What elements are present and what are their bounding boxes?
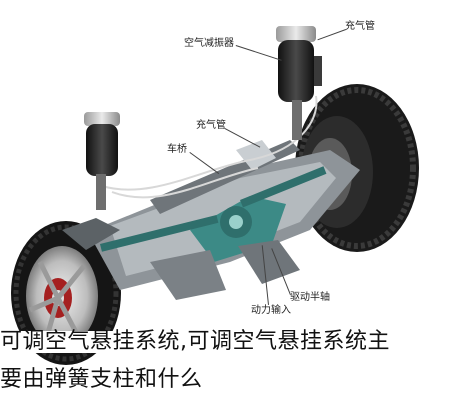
caption-line-1: 可调空气悬挂系统,可调空气悬挂系统主 — [0, 331, 455, 353]
label-frame: 车桥 — [167, 144, 187, 155]
label-air-spring-right: 充气管 — [345, 21, 375, 32]
air-lines — [101, 95, 318, 199]
label-drive-shaft: 驱动半轴 — [290, 292, 330, 303]
label-power-input: 动力输入 — [251, 305, 291, 316]
label-air-compressor: 空气减振器 — [184, 38, 234, 49]
left-wheel — [11, 221, 121, 365]
label-air-spring-left: 充气管 — [196, 120, 226, 131]
left-air-strut — [84, 112, 120, 210]
right-air-strut — [276, 26, 322, 140]
caption-line-2: 要由弹簧支柱和什么 — [0, 369, 455, 391]
